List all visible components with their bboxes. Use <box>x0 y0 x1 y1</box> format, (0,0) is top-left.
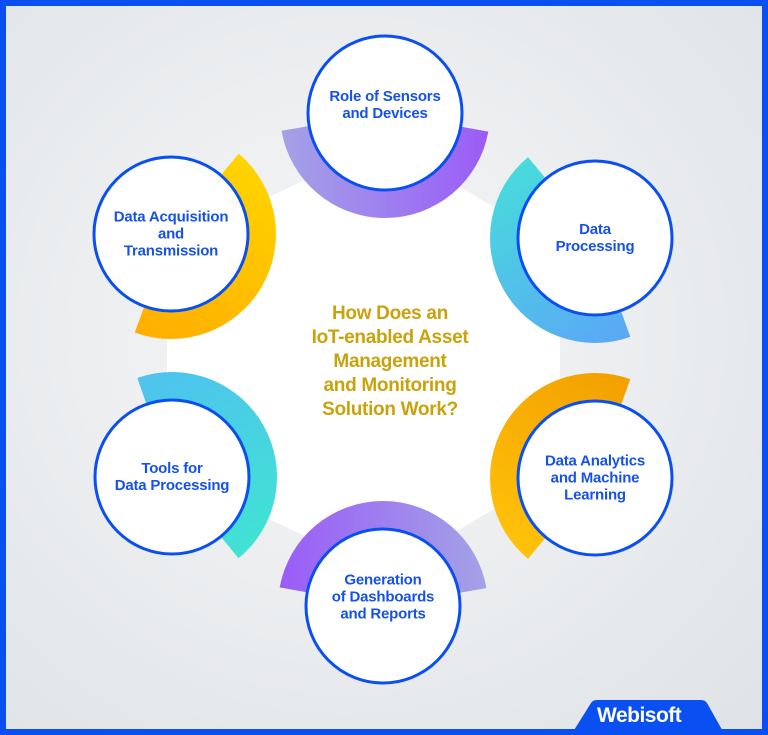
data-processing-circle[interactable] <box>516 159 674 317</box>
node-label-line: Data <box>579 221 611 238</box>
dashboards-reports-circle[interactable] <box>304 527 462 685</box>
dashboards-reports-arc <box>279 501 487 593</box>
hub-title-line: Management <box>333 351 447 372</box>
role-of-sensors-arc <box>281 126 489 219</box>
role-of-sensors-circle[interactable] <box>306 34 464 192</box>
node-label-line: Role of Sensors <box>329 88 441 105</box>
node-label-line: and Machine <box>550 469 640 487</box>
hub-title: How Does an IoT-enabled Asset Management… <box>290 302 490 422</box>
logo-tab <box>574 700 722 729</box>
node-label-line: and <box>157 225 185 243</box>
node-label-line: and Devices <box>342 105 428 122</box>
node-label-line: Data Processing <box>114 477 230 494</box>
hub-title-line: and Monitoring <box>323 375 457 396</box>
node-label-line: Processing <box>555 238 635 255</box>
node-circles <box>92 34 674 685</box>
hub-title-line: How Does an <box>332 303 448 324</box>
hub-title-line: Solution Work? <box>322 399 458 420</box>
node-label-line: Transmission <box>123 242 219 260</box>
node-label-line: of Dashboards <box>331 588 435 606</box>
data-acquisition-circle[interactable] <box>92 155 250 313</box>
hub-title-line: IoT-enabled Asset <box>311 327 469 348</box>
node-label-line: Generation <box>344 571 422 589</box>
webisoft-logo[interactable]: Webisoft <box>597 704 682 727</box>
tools-data-processing-circle[interactable] <box>93 398 251 556</box>
data-analytics-circle[interactable] <box>516 399 674 557</box>
node-label-line: Data Acquisition <box>113 208 229 226</box>
node-label-line: Learning <box>564 486 626 504</box>
node-label-line: Data Analytics <box>544 452 646 470</box>
node-label-line: Tools for <box>141 460 203 477</box>
node-label-line: and Reports <box>340 605 426 623</box>
